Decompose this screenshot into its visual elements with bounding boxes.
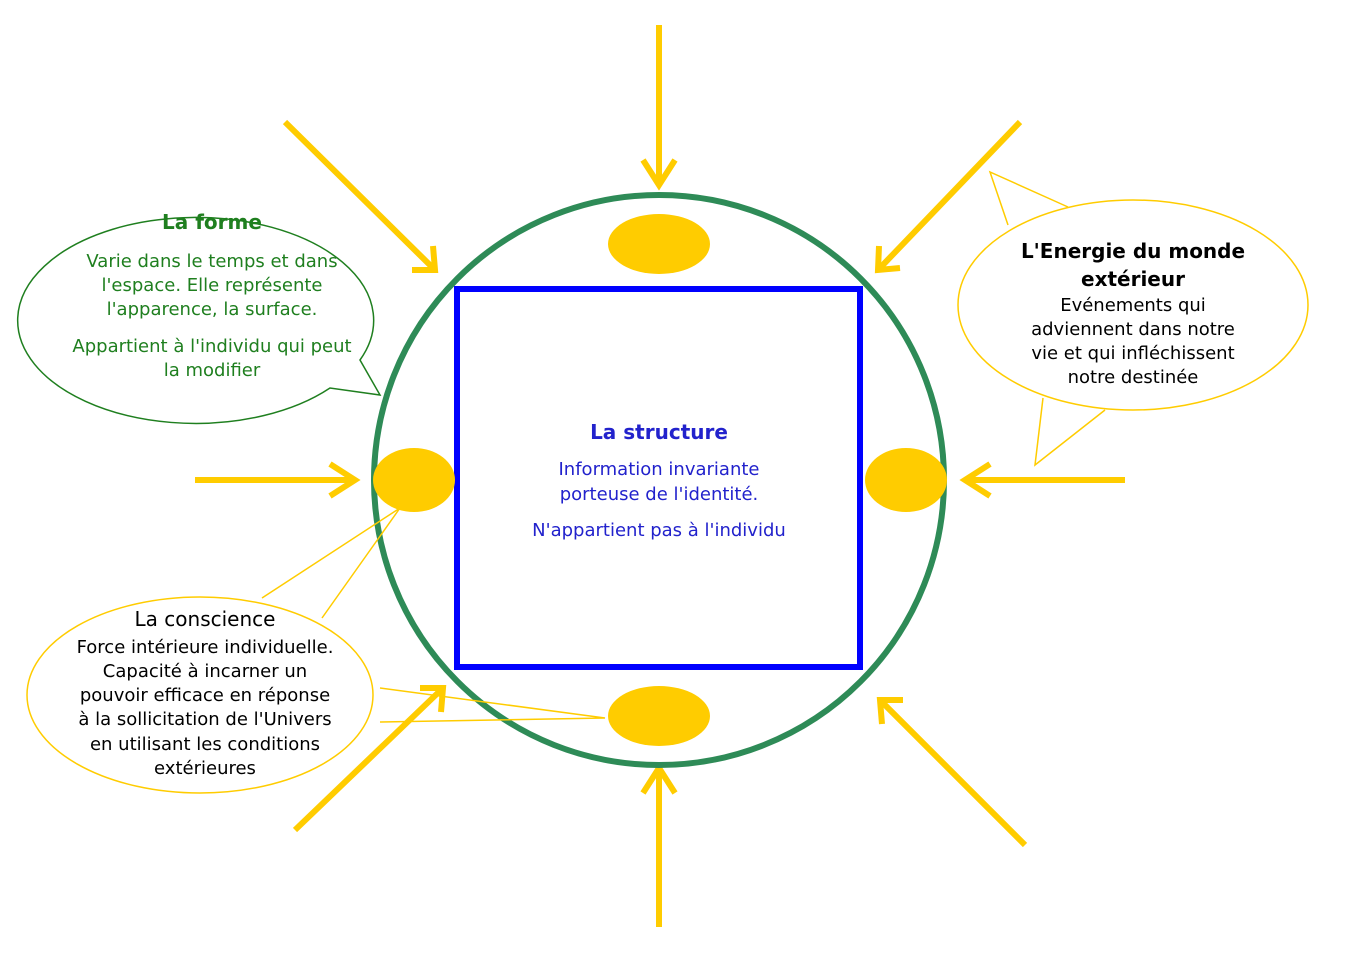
arrow-left	[195, 461, 361, 499]
arrow-top	[640, 25, 678, 191]
conscience-line: pouvoir efficace en réponse	[80, 685, 330, 706]
conscience-line: à la sollicitation de l'Univers	[78, 709, 331, 730]
consciousness-dots	[373, 214, 947, 746]
dot-top	[608, 214, 710, 274]
structure-line: Information invariante	[559, 459, 760, 480]
energie-title: L'Energie du monde	[1021, 239, 1245, 263]
conscience-line: extérieures	[154, 758, 256, 779]
energie-line: adviennent dans notre	[1031, 319, 1235, 340]
forme-line: l'espace. Elle représente	[101, 275, 322, 296]
arrow-bottom-right	[876, 697, 1028, 848]
energie-line: Evénements qui	[1060, 295, 1206, 316]
external-energy-arrows	[195, 25, 1125, 927]
arrow-bottom	[640, 762, 678, 927]
energie-line: notre destinée	[1068, 367, 1199, 388]
energie-line: vie et qui infléchissent	[1031, 343, 1234, 364]
structure-square	[454, 286, 863, 670]
structure-title: La structure	[590, 420, 728, 444]
conscience-callout: La conscience Force intérieure individue…	[26, 596, 374, 794]
forme-title: La forme	[162, 210, 262, 234]
structure-line: N'appartient pas à l'individu	[532, 520, 786, 541]
dot-bottom	[608, 686, 710, 746]
forme-callout: La forme Varie dans le temps et dans l'e…	[16, 210, 382, 425]
dot-left	[373, 448, 455, 512]
forme-line: la modifier	[164, 360, 261, 381]
structure-line: porteuse de l'identité.	[560, 484, 759, 505]
forme-line: Varie dans le temps et dans	[86, 251, 337, 272]
conscience-line: en utilisant les conditions	[90, 734, 320, 755]
conscience-title: La conscience	[135, 607, 276, 631]
energie-title: extérieur	[1081, 267, 1185, 291]
conscience-line: Force intérieure individuelle.	[77, 637, 334, 658]
energie-callout: L'Energie du monde extérieur Evénements …	[957, 170, 1309, 467]
arrow-top-right	[874, 119, 1023, 274]
forme-line: l'apparence, la surface.	[107, 299, 318, 320]
dot-right	[865, 448, 947, 512]
structure-label: La structure Information invariante port…	[532, 420, 786, 541]
arrow-top-left	[282, 119, 439, 273]
forme-line: Appartient à l'individu qui peut	[72, 336, 351, 357]
arrow-right	[959, 461, 1125, 499]
arrow-bottom-left	[292, 685, 447, 833]
conscience-line: Capacité à incarner un	[103, 661, 307, 682]
